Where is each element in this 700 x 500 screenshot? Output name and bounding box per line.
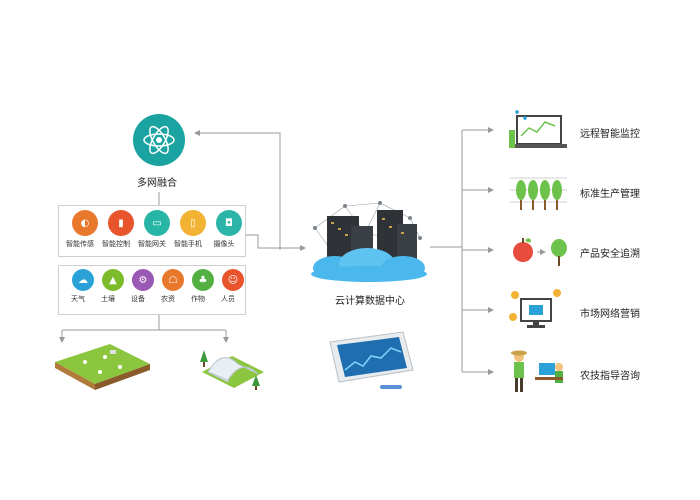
sensor-icon: ◐ bbox=[72, 210, 98, 236]
soil-icon: ▲ bbox=[102, 269, 124, 291]
device-label: 智能手机 bbox=[174, 240, 202, 248]
service-label: 标准生产管理 bbox=[580, 189, 640, 200]
phone-icon: ▯ bbox=[180, 210, 206, 236]
source-item: ☁ 天气 bbox=[60, 269, 96, 304]
person-icon: ☺ bbox=[222, 269, 244, 291]
device-icon: ⚙ bbox=[132, 269, 154, 291]
hub-node bbox=[131, 112, 187, 168]
device-item: ▭ 智能网关 bbox=[134, 210, 170, 249]
crop-icon: ♣ bbox=[192, 269, 214, 291]
device-label: 智能传感 bbox=[66, 240, 94, 248]
greenhouse-illustration bbox=[200, 350, 264, 390]
device-item: ◘ 摄像头 bbox=[206, 210, 242, 249]
device-label: 摄像头 bbox=[213, 240, 235, 248]
camera-icon: ◘ bbox=[216, 210, 242, 236]
device-label: 智能网关 bbox=[138, 240, 166, 248]
weather-icon: ☁ bbox=[72, 269, 94, 291]
link-center-to-hub bbox=[194, 130, 281, 250]
device-item: ◐ 智能传感 bbox=[62, 210, 98, 249]
farmland-illustration bbox=[55, 344, 150, 390]
source-item: ▲ 土壤 bbox=[90, 269, 126, 304]
source-label: 天气 bbox=[71, 295, 85, 303]
device-item: ▯ 智能手机 bbox=[170, 210, 206, 249]
production-icon bbox=[510, 177, 567, 210]
source-item: ♣ 作物 bbox=[180, 269, 216, 304]
cloud-datacenter-illustration bbox=[311, 201, 427, 282]
source-item: ☖ 农资 bbox=[150, 269, 186, 304]
service-label: 农技指导咨询 bbox=[580, 371, 640, 382]
traceability-icon bbox=[513, 238, 567, 266]
supplies-icon: ☖ bbox=[162, 269, 184, 291]
source-label: 人员 bbox=[221, 295, 235, 303]
service-label: 产品安全追溯 bbox=[580, 249, 640, 260]
tablet-dashboard-illustration bbox=[329, 331, 414, 389]
center-title: 云计算数据中心 bbox=[335, 296, 405, 307]
source-item: ⚙ 设备 bbox=[120, 269, 156, 304]
device-label: 智能控制 bbox=[102, 240, 130, 248]
source-label: 设备 bbox=[131, 295, 145, 303]
link-sources-to-center bbox=[245, 234, 306, 251]
service-label: 远程智能监控 bbox=[580, 129, 640, 140]
source-label: 作物 bbox=[191, 295, 205, 303]
source-label: 土壤 bbox=[101, 295, 115, 303]
gateway-icon: ▭ bbox=[144, 210, 170, 236]
source-label: 农资 bbox=[161, 295, 175, 303]
remote-monitor-icon bbox=[509, 110, 567, 148]
marketing-icon bbox=[509, 289, 561, 328]
hub-title: 多网融合 bbox=[137, 178, 177, 189]
device-item: ▮ 智能控制 bbox=[98, 210, 134, 249]
control-icon: ▮ bbox=[108, 210, 134, 236]
consulting-icon bbox=[511, 350, 563, 392]
atom-icon bbox=[133, 114, 185, 166]
source-item: ☺ 人员 bbox=[210, 269, 246, 304]
service-label: 市场网络营销 bbox=[580, 309, 640, 320]
